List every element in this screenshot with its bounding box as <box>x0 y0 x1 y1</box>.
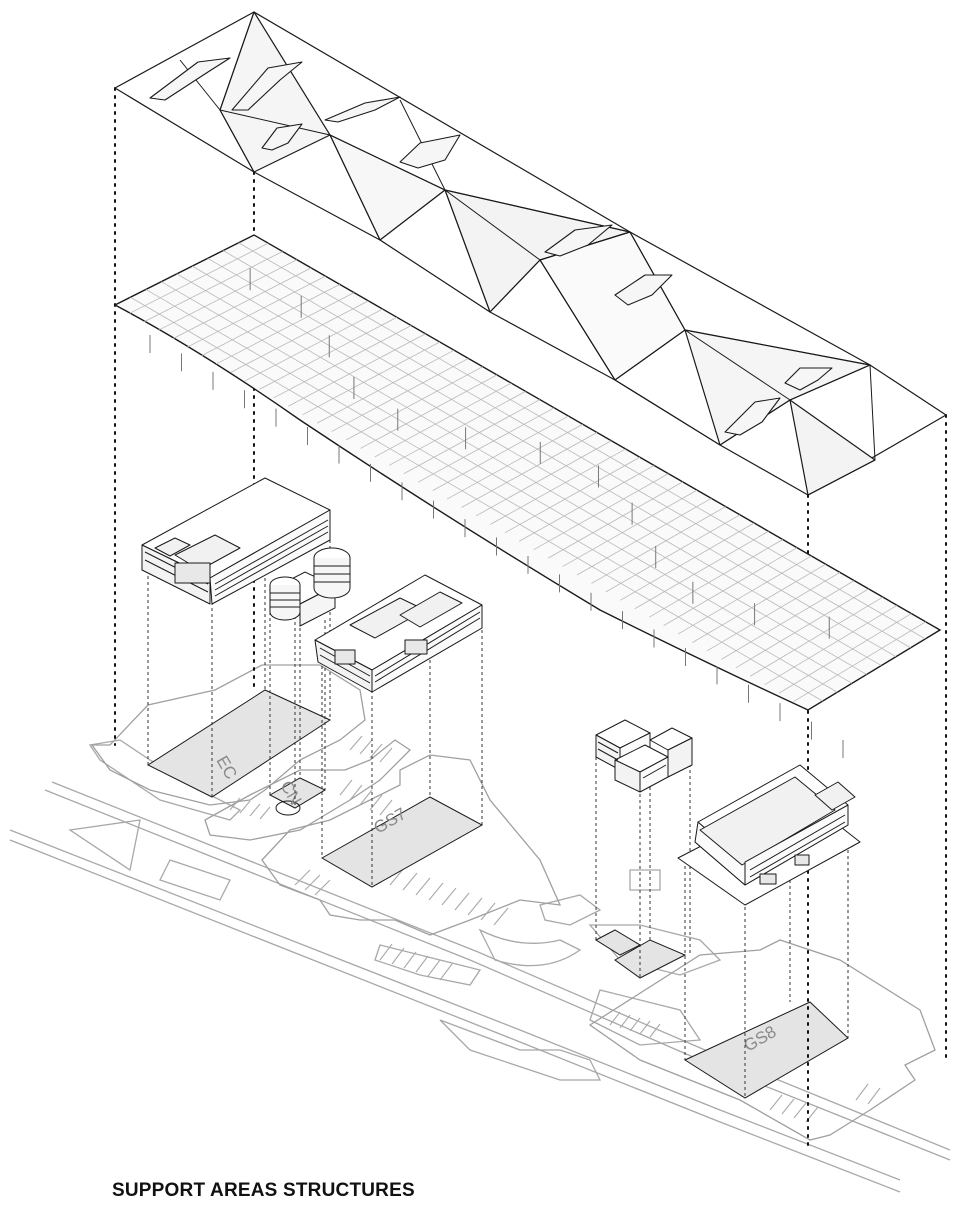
building-cafe <box>595 719 693 793</box>
canopy-grid-line <box>238 242 926 640</box>
canopy-grid-lines <box>129 242 926 702</box>
roof-skylights <box>149 57 833 436</box>
canopy-grid-line <box>244 308 383 382</box>
canopy-grid-line <box>273 325 412 399</box>
canopy-grid-outline <box>113 234 942 711</box>
plot-gs8: GS8 <box>588 939 936 1141</box>
projection-lines-heavy <box>114 87 947 1146</box>
canopy-grid-line <box>129 242 269 314</box>
canopy-grid-line <box>461 432 598 508</box>
canopy-grid-line <box>663 547 798 626</box>
canopy-grid-line <box>172 267 312 340</box>
canopy-grid-line <box>475 440 612 517</box>
canopy-grid-line <box>288 333 426 407</box>
canopy-grid-line <box>432 415 569 491</box>
plot-ec: EC <box>90 664 366 806</box>
canopy-grid-line <box>591 506 726 584</box>
canopy-grid-line <box>778 613 912 694</box>
canopy-grid-line <box>331 358 469 432</box>
canopy-grid-line <box>302 341 440 416</box>
canopy-grid-line <box>130 296 823 702</box>
canopy-grid-line <box>345 366 483 441</box>
canopy-grid-line <box>605 514 741 593</box>
canopy-grid-line <box>634 530 769 610</box>
canopy-grid-line <box>750 596 884 677</box>
canopy-grid-line <box>222 250 911 649</box>
canopy-grid-line <box>158 259 298 331</box>
canopy-grid-line <box>316 349 455 424</box>
folded-roof-layer <box>114 11 947 496</box>
canopy-grid-line <box>547 481 683 559</box>
canopy-grid-line <box>446 423 583 500</box>
canopy-grid-line <box>187 275 326 348</box>
building-ec <box>141 477 331 605</box>
canopy-grid-line <box>519 465 655 542</box>
canopy-grid-line <box>176 273 867 675</box>
canopy-grid-line <box>374 382 512 458</box>
plot-gs7: GS7 <box>261 754 562 936</box>
canopy-grid-line <box>230 300 369 373</box>
canopy-grid-line <box>207 257 897 658</box>
canopy-grid-line <box>259 316 398 390</box>
canopy-grid-line <box>192 265 882 666</box>
canopy-grid-line <box>620 522 755 601</box>
parking-stripes <box>229 735 881 1123</box>
canopy-grid-line <box>161 281 853 684</box>
canopy-grid-line <box>721 580 855 660</box>
canopy-columns <box>149 268 844 758</box>
canopy-grid-line <box>504 456 641 534</box>
canopy-grid-line <box>764 604 898 686</box>
canopy-grid-line <box>576 497 712 576</box>
canopy-grid-line <box>360 374 498 449</box>
canopy-grid-line <box>201 284 340 356</box>
canopy-grid-line <box>793 621 926 702</box>
road-site-base <box>9 739 951 1193</box>
canopy-grid-line <box>143 251 283 323</box>
canopy-grid-line <box>145 289 838 693</box>
canopy-grid-line <box>533 473 669 551</box>
building-cn <box>268 547 351 627</box>
canopy-grid-line <box>735 588 869 669</box>
canopy-grid-line <box>490 448 626 525</box>
canopy-grid-line <box>648 539 783 618</box>
canopy-grid-line <box>215 292 355 365</box>
canopy-grid-line <box>389 391 526 466</box>
diagram-caption: SUPPORT AREAS STRUCTURES <box>112 1180 415 1201</box>
building-gs7 <box>314 574 483 693</box>
canopy-grid-line <box>403 399 541 475</box>
canopy-grid-line <box>692 563 826 643</box>
canopy-grid-line <box>562 489 698 567</box>
building-gs8 <box>677 764 861 906</box>
canopy-grid-line <box>417 407 555 483</box>
canopy-grid-line <box>677 555 812 635</box>
canopy-grid-line <box>706 572 841 652</box>
canopy-grid-layer <box>113 234 942 758</box>
